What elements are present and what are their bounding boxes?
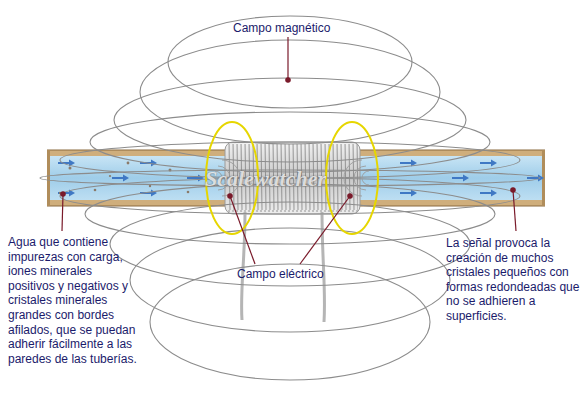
flow-arrow [187,177,199,179]
flow-arrow [452,177,464,179]
flow-arrowhead [463,175,469,182]
flow-arrow [527,177,539,179]
water-description: Agua que contiene impurezas con carga, i… [8,235,140,366]
leader-lines [61,37,516,264]
flow-arrowhead [538,175,544,182]
flow-arrow [112,177,124,179]
flow-arrow [400,162,412,164]
flow-arrowhead [151,160,157,167]
watermark: Scalewatcher [205,166,326,192]
field-label: Campo magnético [233,21,330,36]
flow-arrowhead [198,175,204,182]
flow-arrowhead [151,190,157,197]
electric-field [206,122,378,234]
flow-arrowhead [491,190,497,197]
flow-arrow [400,192,412,194]
field-label: Campo eléctrico [237,267,324,282]
flow-arrowhead [123,175,129,182]
flow-arrow [480,192,492,194]
flow-arrow [480,162,492,164]
result-description: La señal provoca la creación de muchos c… [446,236,584,324]
flow-arrowhead [491,160,497,167]
